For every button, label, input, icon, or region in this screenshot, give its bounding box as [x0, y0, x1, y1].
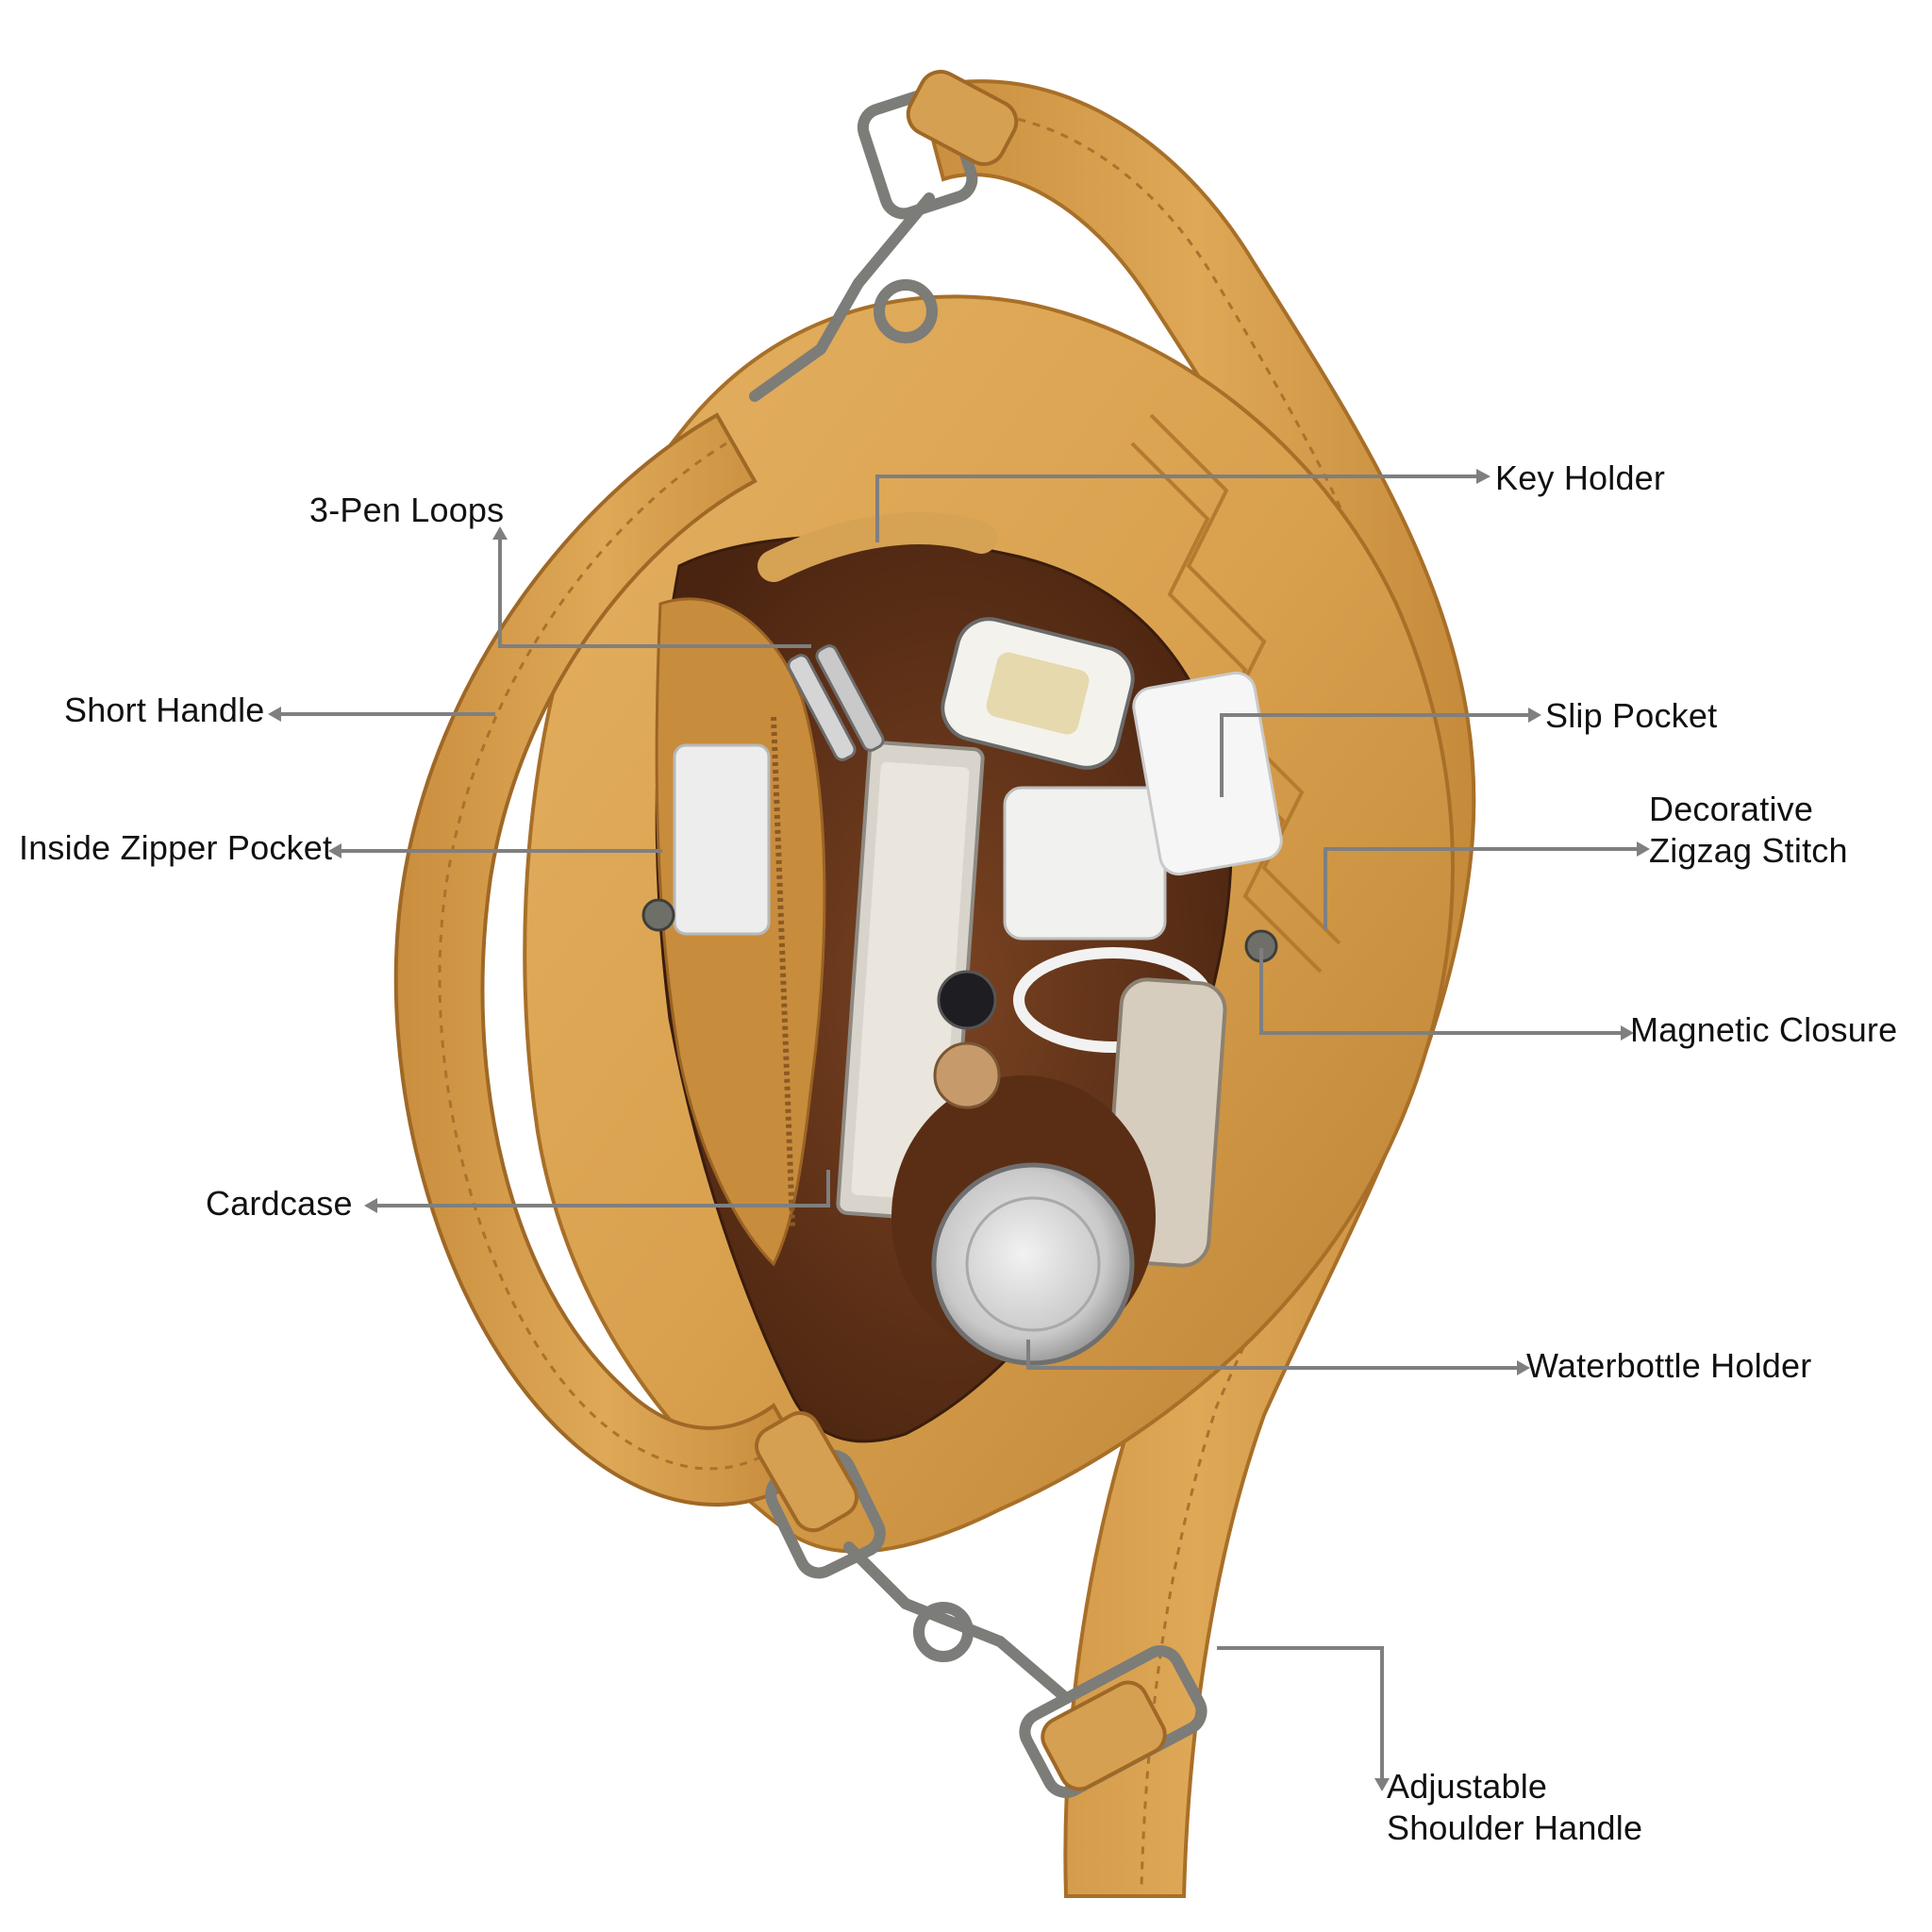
tissue-pack	[1132, 671, 1283, 876]
arrow-decorative-stitch	[1637, 841, 1650, 857]
label-decorative-stitch: Decorative Zigzag Stitch	[1649, 789, 1848, 872]
leader-magnetic-closure	[1259, 948, 1621, 1035]
leader-pen-loops	[498, 538, 811, 648]
leader-slip-pocket	[1220, 713, 1528, 797]
arrow-short-handle	[268, 707, 281, 722]
arrow-zipper-pocket	[328, 843, 341, 858]
arrow-pen-loops	[492, 526, 508, 540]
label-adjustable-shoulder-handle: Adjustable Shoulder Handle	[1387, 1766, 1642, 1849]
strap-stitching	[942, 110, 1420, 1888]
magnetic-snap-left	[641, 898, 675, 932]
strap-end-tab	[1041, 1680, 1167, 1791]
label-waterbottle-holder: Waterbottle Holder	[1526, 1346, 1812, 1385]
arrow-slip-pocket	[1528, 708, 1541, 723]
label-short-handle: Short Handle	[64, 691, 265, 729]
label-key-holder: Key Holder	[1495, 458, 1666, 497]
label-decorative-line2: Zigzag Stitch	[1649, 831, 1848, 870]
leader-arrowheads	[268, 469, 1650, 1791]
label-pen-loops: 3-Pen Loops	[309, 491, 505, 529]
bottom-strap-tab	[755, 1410, 858, 1533]
pens	[787, 644, 885, 761]
zipper-teeth	[771, 716, 795, 1227]
leader-decorative-stitch	[1324, 847, 1637, 929]
leader-cardcase	[377, 1170, 830, 1208]
label-adjustable-line1: Adjustable	[1387, 1767, 1548, 1806]
arrow-key-holder	[1476, 469, 1491, 484]
leader-lines	[281, 475, 1637, 1778]
label-decorative-line1: Decorative	[1649, 790, 1814, 828]
arrow-waterbottle	[1517, 1360, 1530, 1375]
label-magnetic-closure: Magnetic Closure	[1630, 1010, 1898, 1049]
leader-shoulder-handle	[1217, 1646, 1384, 1778]
arrow-magnetic-closure	[1621, 1025, 1634, 1041]
top-strap-tab	[906, 70, 1019, 166]
lip-balm	[933, 1041, 1001, 1109]
leader-waterbottle	[1026, 1340, 1517, 1370]
label-inside-zipper-pocket: Inside Zipper Pocket	[19, 828, 333, 867]
white-adapter	[673, 743, 771, 936]
arrow-cardcase	[364, 1198, 377, 1213]
charger-box	[1003, 786, 1167, 941]
water-bottle	[931, 1162, 1135, 1366]
label-adjustable-line2: Shoulder Handle	[1387, 1808, 1643, 1847]
label-cardcase: Cardcase	[206, 1184, 353, 1223]
label-slip-pocket: Slip Pocket	[1545, 696, 1718, 735]
leader-zipper-pocket	[341, 849, 662, 853]
leader-key-holder	[875, 475, 1476, 542]
arrow-shoulder-handle	[1374, 1778, 1390, 1791]
key-holder-strap	[758, 512, 997, 582]
